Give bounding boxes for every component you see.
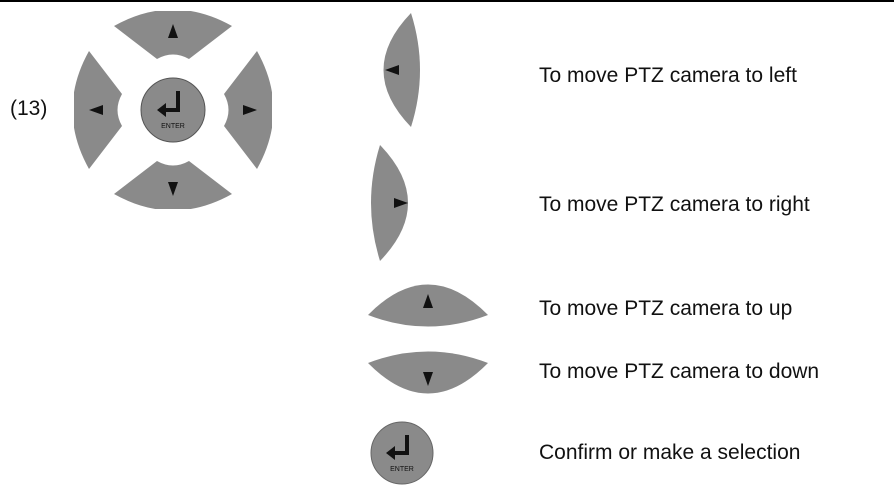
enter-return-icon bbox=[157, 91, 180, 117]
legend-right-text: To move PTZ camera to right bbox=[539, 193, 810, 216]
dpad-enter-button[interactable]: ENTER bbox=[137, 74, 209, 146]
up-button-icon bbox=[368, 284, 488, 327]
left-button-icon bbox=[383, 13, 420, 127]
enter-label: ENTER bbox=[161, 123, 185, 130]
left-arrow-icon bbox=[385, 65, 399, 75]
top-rule bbox=[0, 0, 894, 2]
enter-button-icon: ENTER bbox=[370, 421, 434, 485]
dpad-down-button[interactable] bbox=[114, 161, 232, 209]
legend-up-text: To move PTZ camera to up bbox=[539, 297, 793, 320]
up-arrow-icon bbox=[423, 294, 433, 308]
dpad-left-button[interactable] bbox=[74, 51, 122, 169]
right-arrow-icon bbox=[394, 198, 408, 208]
enter-return-icon bbox=[386, 435, 409, 460]
right-button-icon bbox=[371, 145, 408, 261]
legend-down-text: To move PTZ camera to down bbox=[539, 360, 820, 383]
enter-label: ENTER bbox=[390, 466, 414, 473]
legend-enter-text: Confirm or make a selection bbox=[539, 441, 801, 464]
up-arrow-icon bbox=[168, 24, 178, 38]
right-arrow-icon bbox=[243, 105, 257, 115]
figure-label: (13) bbox=[10, 97, 48, 120]
down-arrow-icon bbox=[168, 182, 178, 196]
down-arrow-icon bbox=[423, 372, 433, 386]
legend-left-text: To move PTZ camera to left bbox=[539, 64, 797, 87]
dpad-up-button[interactable] bbox=[114, 11, 232, 59]
down-button-icon bbox=[368, 351, 488, 394]
left-arrow-icon bbox=[89, 105, 103, 115]
dpad-control: ENTER bbox=[74, 11, 272, 209]
dpad-right-button[interactable] bbox=[224, 51, 272, 169]
